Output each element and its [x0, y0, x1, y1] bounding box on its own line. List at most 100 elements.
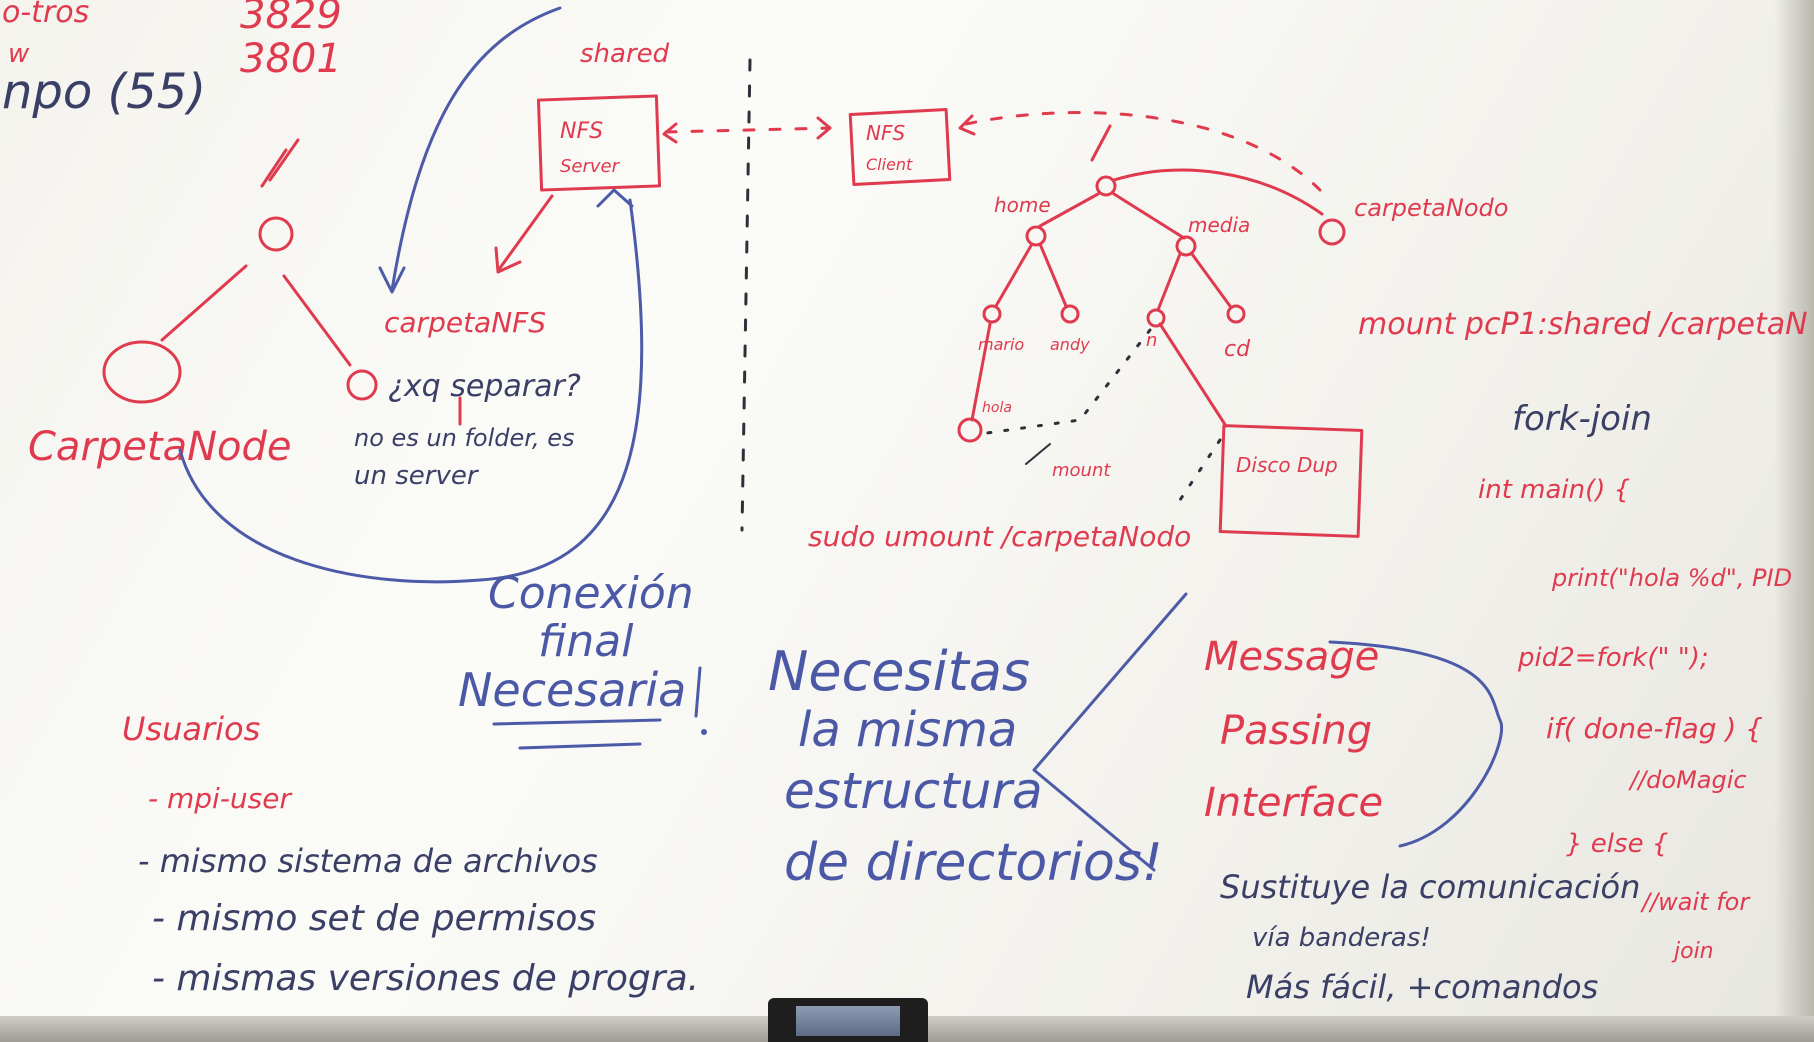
disco-label: Disco Dup [1236, 453, 1338, 477]
edge-n-disco [1158, 322, 1228, 428]
n-label: n [1146, 330, 1157, 351]
mount-command: mount pcP1:shared /carpetaN [1358, 307, 1808, 342]
device-screen [796, 1006, 900, 1036]
cd-node [1226, 304, 1246, 324]
left-root-slash-2 [260, 148, 288, 188]
conexion-underline-2 [518, 742, 642, 750]
angle-bracket [1032, 592, 1188, 872]
link-arrow-left [662, 122, 678, 144]
edge-mario-hola [970, 322, 992, 422]
answer-line-1: no es un folder, es [354, 424, 574, 452]
mpi-line-2: Passing [1220, 708, 1372, 754]
necesitas-line-4: de directorios! [784, 833, 1163, 893]
usuarios-item-4: - mismas versiones de progra. [152, 958, 699, 999]
media-label: media [1188, 213, 1250, 237]
nfs-client-box [848, 108, 952, 186]
nfs-server-line-2: Server [560, 156, 621, 177]
shared-label: shared [580, 39, 670, 69]
mario-label: mario [978, 335, 1024, 354]
blue-arrow-down [390, 6, 562, 292]
code-line-5: //doMagic [1628, 766, 1747, 794]
left-root-node [258, 216, 294, 252]
code-line-6: } else { [1566, 829, 1668, 859]
edge-home-andy [1038, 242, 1068, 308]
top-left-word: o-tros [2, 0, 89, 30]
necesitas-line-1: Necesitas [768, 640, 1030, 703]
left-nfs-node [346, 369, 378, 401]
n-node [1146, 308, 1166, 328]
carpeta-nodo-node [1318, 218, 1346, 246]
mount-dotted-path [978, 328, 1152, 436]
board-frame-right [1774, 0, 1814, 1042]
necesitas-line-3: estructura [784, 762, 1043, 820]
carpeta-nfs-label: carpetaNFS [384, 306, 546, 339]
usuarios-item-2: - mismo sistema de archivos [138, 842, 598, 880]
link-arrow-right [816, 116, 832, 140]
right-brace [1328, 640, 1503, 848]
right-root-node [1095, 175, 1117, 197]
code-line-7: //wait for [1640, 888, 1751, 916]
conexion-line-1: Conexión [488, 568, 694, 619]
edge-media-n [1156, 252, 1182, 312]
usuarios-item-1: - mpi-user [148, 782, 292, 815]
right-root-slash [1090, 124, 1112, 162]
nfs-server-line-1: NFS [560, 119, 603, 144]
handheld-device [768, 998, 928, 1042]
client-arrow-head [958, 114, 976, 136]
carpeta-nodo-label: carpetaNodo [1354, 194, 1508, 222]
hola-node [957, 417, 983, 443]
code-line-3: pid2=fork(" "); [1517, 643, 1709, 673]
code-title: fork-join [1512, 399, 1652, 439]
fork-join-code: fork-join int main() { print("hola %d", … [1478, 399, 1792, 964]
mario-node [982, 304, 1002, 324]
conexion-line-2: final [538, 616, 634, 667]
left-leaf-node [102, 340, 182, 404]
blue-arrow-head-down [378, 266, 406, 294]
code-line-1: int main() { [1478, 475, 1630, 505]
disco-dotted-path [1178, 438, 1222, 502]
code-line-4: if( done-flag ) { [1546, 712, 1763, 745]
left-branch-right [282, 274, 352, 367]
necesitas-line-2: la misma [798, 702, 1017, 758]
server-to-nfs-arrow [498, 194, 554, 270]
usuarios-title: Usuarios [122, 710, 260, 748]
left-branch-left [160, 264, 248, 342]
umount-command: sudo umount /carpetaNodo [808, 520, 1191, 553]
mpi-line-3: Interface [1204, 780, 1383, 826]
mpi-line-1: Message [1204, 634, 1379, 680]
exclamation-stroke [694, 666, 702, 718]
question-text: ¿xq separar? [388, 369, 581, 404]
nfs-server-box [536, 94, 662, 192]
cd-label: cd [1224, 337, 1251, 362]
code-line-2: print("hola %d", PID [1551, 564, 1792, 592]
conexion-line-3: Necesaria [458, 663, 686, 717]
code-line-8: join [1671, 939, 1714, 964]
edge-media-cd [1190, 252, 1232, 308]
blue-arrow-head-up [596, 188, 634, 208]
top-left-mark: w [8, 39, 30, 69]
usuarios-item-3: - mismo set de permisos [152, 898, 596, 939]
carpeta-node-label: CarpetaNode [28, 424, 291, 470]
mount-arrow [1025, 443, 1051, 465]
edge-root-media [1112, 192, 1186, 240]
home-label: home [994, 193, 1051, 217]
answer-line-2: un server [354, 461, 480, 491]
exclamation-dot [701, 729, 707, 735]
mount-arrow-label: mount [1052, 460, 1111, 481]
nfs-dashed-link [664, 126, 832, 134]
top-number-1: 3829 [240, 0, 342, 38]
top-left-group: npo (55) [2, 64, 206, 120]
left-tree: CarpetaNode carpetaNFS ¿xq separar? no e… [28, 138, 581, 491]
vertical-divider [740, 58, 752, 532]
server-arrow-head [494, 246, 522, 274]
blue-loop-arrow [178, 198, 644, 584]
disco-box [1218, 424, 1364, 538]
andy-node [1060, 304, 1080, 324]
nfs-client-line-2: Client [866, 155, 913, 174]
right-tree: home media carpetaNodo mario andy n cd h… [808, 124, 1508, 553]
client-dashed-link [964, 111, 1322, 192]
hola-label: hola [982, 400, 1012, 416]
sustituye-line-2: vía banderas! [1252, 923, 1431, 953]
